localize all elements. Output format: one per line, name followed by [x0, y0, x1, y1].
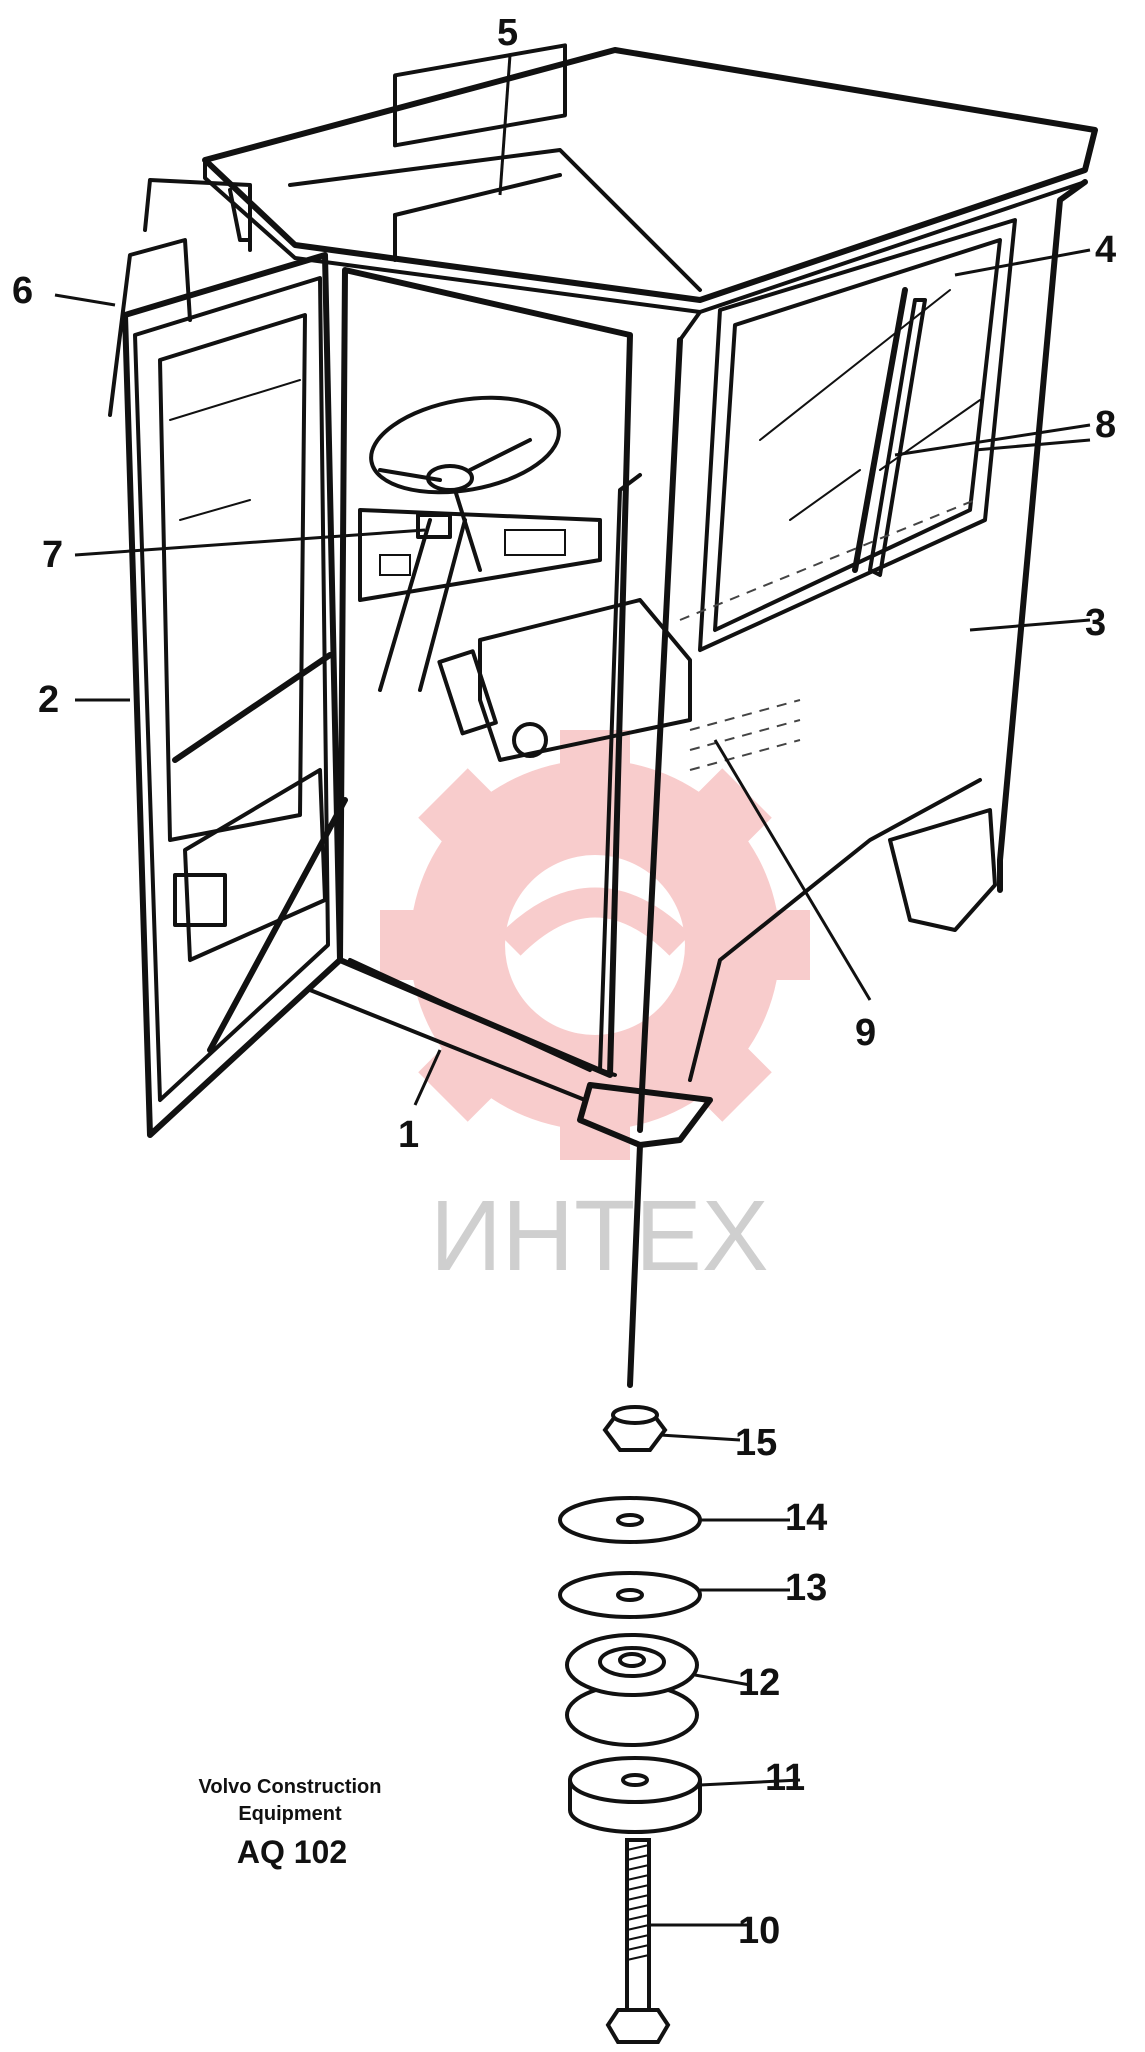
callout-2: 2 — [38, 679, 59, 721]
callout-8: 8 — [1095, 404, 1116, 446]
callout-15: 15 — [735, 1422, 777, 1464]
callout-4: 4 — [1095, 229, 1116, 271]
callout-13: 13 — [785, 1567, 827, 1609]
callout-6: 6 — [12, 270, 33, 312]
door-assembly — [108, 178, 348, 1138]
watermark-text: ИНТЕХ — [430, 1180, 769, 1292]
watermark-gear-icon — [380, 730, 810, 1160]
caption-line2: Equipment — [238, 1803, 342, 1825]
cab-body — [202, 43, 1098, 1148]
callout-14: 14 — [785, 1497, 827, 1539]
caption-code: AQ 102 — [237, 1834, 347, 1870]
mount-exploded — [558, 1142, 702, 2044]
callout-11: 11 — [765, 1757, 805, 1799]
caption-line1: Volvo Construction — [199, 1776, 382, 1798]
callout-5: 5 — [497, 12, 518, 54]
callout-7: 7 — [42, 534, 63, 576]
callout-12: 12 — [738, 1662, 780, 1704]
leader-lines — [54, 54, 1091, 1927]
callout-9: 9 — [855, 1012, 876, 1054]
callout-3: 3 — [1085, 602, 1106, 644]
callout-1: 1 — [398, 1114, 419, 1156]
callout-10: 10 — [738, 1910, 780, 1952]
